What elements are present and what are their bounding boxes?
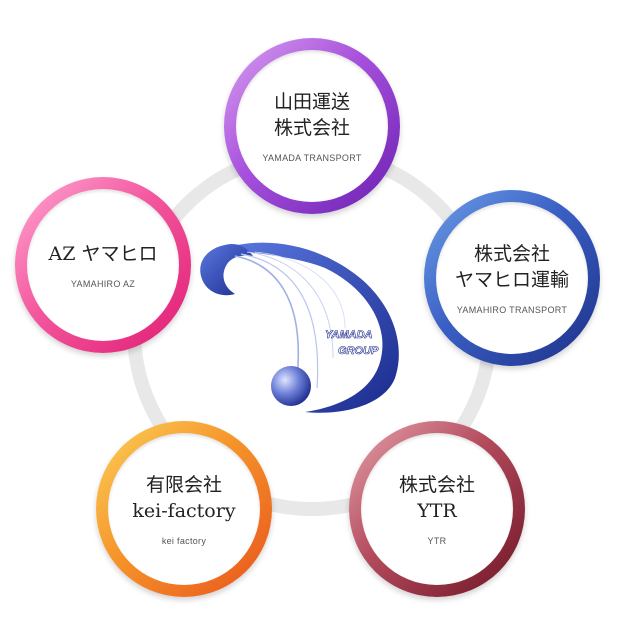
company-node-inner: 株式会社 ヤマヒロ運輸 YAMAHIRO TRANSPORT (436, 202, 588, 354)
company-english-name: YTR (427, 536, 447, 546)
company-name: 山田運送 株式会社 (273, 91, 350, 139)
company-node-inner: 有限会社 kei-factory kei factory (108, 433, 260, 585)
company-english-name: YAMAHIRO AZ (70, 279, 136, 289)
company-name: 株式会社 YTR (398, 474, 475, 522)
company-name: 有限会社 kei-factory (132, 474, 236, 522)
company-node-inner: AZ ヤマヒロ YAMAHIRO AZ (27, 189, 179, 341)
company-name: 株式会社 ヤマヒロ運輸 (454, 243, 569, 291)
company-node-inner: 山田運送 株式会社 YAMADA TRANSPORT (236, 50, 388, 202)
logo-text-line1: YAMADA (325, 329, 373, 341)
company-english-name: kei factory (161, 536, 207, 546)
company-node-inner: 株式会社 YTR YTR (361, 433, 513, 585)
company-node-yamahiro-transport[interactable]: 株式会社 ヤマヒロ運輸 YAMAHIRO TRANSPORT (424, 190, 600, 366)
logo-text-line2: GROUP (338, 345, 379, 357)
company-name: AZ ヤマヒロ (48, 243, 158, 265)
company-node-yamada-transport[interactable]: 山田運送 株式会社 YAMADA TRANSPORT (224, 38, 400, 214)
yamada-group-logo: YAMADA GROUP (200, 242, 399, 413)
company-english-name: YAMAHIRO TRANSPORT (456, 305, 568, 315)
company-english-name: YAMADA TRANSPORT (262, 153, 362, 163)
company-node-kei-factory[interactable]: 有限会社 kei-factory kei factory (96, 421, 272, 597)
company-node-ytr[interactable]: 株式会社 YTR YTR (349, 421, 525, 597)
company-node-az-yamahiro[interactable]: AZ ヤマヒロ YAMAHIRO AZ (15, 177, 191, 353)
